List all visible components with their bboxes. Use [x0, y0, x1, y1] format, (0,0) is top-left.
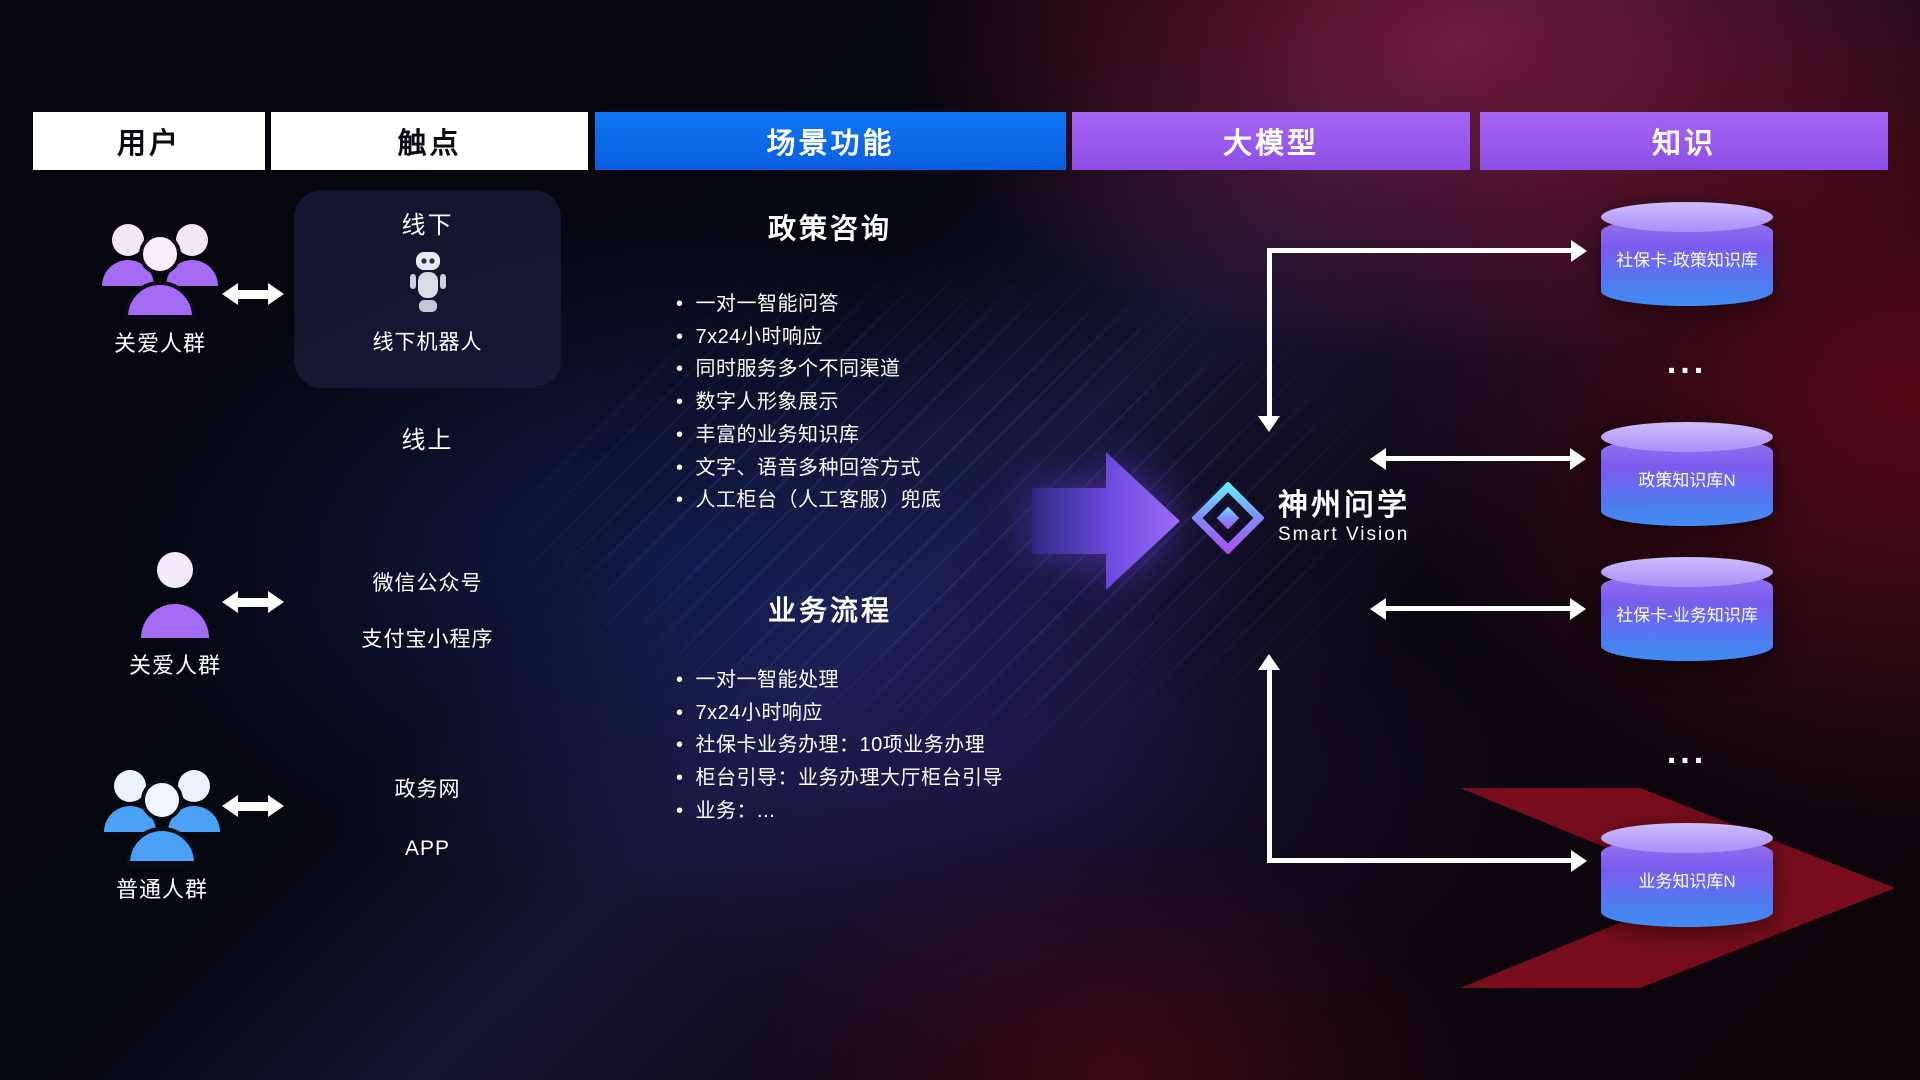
users-group-blue-icon — [104, 770, 220, 865]
offline-robot-label: 线下机器人 — [372, 331, 483, 354]
user-group-label: 普通人群 — [115, 877, 208, 902]
policy-consult-title: 政策咨询 — [767, 213, 892, 244]
user-touchpoint-arrow-2 — [222, 591, 284, 613]
business-feature-item: 社保卡业务办理：10项业务办理 — [676, 729, 1003, 762]
arrow-right-head — [268, 795, 284, 817]
kb-label: 政策知识库N — [1638, 471, 1736, 490]
arrow-left-head — [222, 283, 238, 305]
arrow-left-head — [222, 591, 238, 613]
header-user: 用户 — [33, 112, 265, 170]
offline-touchpoint-card: 线下 线下机器人 — [294, 190, 561, 388]
business-feature-item: 一对一智能处理 — [676, 664, 1003, 697]
diamond-logo-icon — [1192, 482, 1264, 554]
database-cylinder-icon — [1601, 202, 1773, 232]
database-cylinder-icon — [1601, 557, 1773, 587]
business-feature-item: 7x24小时响应 — [676, 697, 1003, 730]
policy-feature-item: 人工柜台（人工客服）兜底 — [676, 484, 942, 517]
policy-feature-list: 一对一智能问答 7x24小时响应 同时服务多个不同渠道 数字人形象展示 丰富的业… — [676, 288, 942, 517]
user-single-purple-icon — [141, 552, 209, 638]
online-title: 线上 — [401, 427, 454, 454]
model-logo-block: 神州问学 Smart Vision — [1192, 482, 1410, 554]
database-cylinder-icon — [1601, 823, 1773, 853]
policy-feature-item: 丰富的业务知识库 — [676, 419, 942, 452]
kb-business-n: 业务知识库N — [1601, 823, 1773, 927]
arrow-bar — [238, 801, 268, 811]
kb-business-shebao: 社保卡-业务知识库 — [1601, 557, 1773, 661]
arrow-bar — [238, 289, 268, 299]
kb-label: 社保卡-政策知识库 — [1616, 251, 1758, 270]
business-feature-item: 业务：... — [676, 795, 1003, 828]
arrow-left-head — [222, 795, 238, 817]
kb-policy-n: 政策知识库N — [1601, 422, 1773, 526]
policy-feature-item: 7x24小时响应 — [676, 321, 942, 354]
user-group-general: 普通人群 — [80, 760, 244, 904]
policy-feature-item: 一对一智能问答 — [676, 288, 942, 321]
policy-feature-item: 同时服务多个不同渠道 — [676, 353, 942, 386]
arrow-bar — [238, 597, 268, 607]
flow-arrow-icon — [1032, 452, 1180, 590]
kb-ellipsis-bottom: ... — [1666, 733, 1708, 771]
model-name: 神州问学 — [1278, 489, 1410, 522]
offline-title: 线下 — [401, 212, 454, 239]
header-model: 大模型 — [1072, 112, 1470, 170]
policy-feature-item: 文字、语音多种回答方式 — [676, 452, 942, 485]
user-group-care-1: 关爱人群 — [78, 214, 242, 358]
arrow-right-head — [268, 591, 284, 613]
user-group-care-2: 关爱人群 — [105, 546, 245, 680]
policy-feature-item: 数字人形象展示 — [676, 386, 942, 419]
header-knowledge: 知识 — [1480, 112, 1888, 170]
database-cylinder-icon — [1601, 422, 1773, 452]
users-group-purple-icon — [102, 224, 218, 319]
user-group-label: 关爱人群 — [128, 653, 221, 678]
header-touchpoint: 触点 — [271, 112, 588, 170]
online-alipay: 支付宝小程序 — [361, 628, 494, 651]
kb-policy-shebao: 社保卡-政策知识库 — [1601, 202, 1773, 306]
online-gov-web: 政务网 — [394, 778, 461, 801]
kb-label: 社保卡-业务知识库 — [1616, 606, 1758, 625]
online-wechat: 微信公众号 — [372, 572, 483, 595]
business-feature-list: 一对一智能处理 7x24小时响应 社保卡业务办理：10项业务办理 柜台引导：业务… — [676, 664, 1003, 828]
user-touchpoint-arrow-3 — [222, 795, 284, 817]
kb-label: 业务知识库N — [1638, 872, 1736, 891]
header-scene: 场景功能 — [595, 112, 1066, 170]
arrow-right-head — [268, 283, 284, 305]
user-touchpoint-arrow-1 — [222, 283, 284, 305]
business-flow-title: 业务流程 — [767, 595, 892, 626]
online-app: APP — [404, 837, 451, 860]
model-subtitle: Smart Vision — [1278, 524, 1410, 545]
kb-ellipsis-top: ... — [1666, 343, 1708, 381]
robot-icon — [409, 252, 446, 312]
user-group-label: 关爱人群 — [113, 331, 206, 356]
business-feature-item: 柜台引导：业务办理大厅柜台引导 — [676, 762, 1003, 795]
